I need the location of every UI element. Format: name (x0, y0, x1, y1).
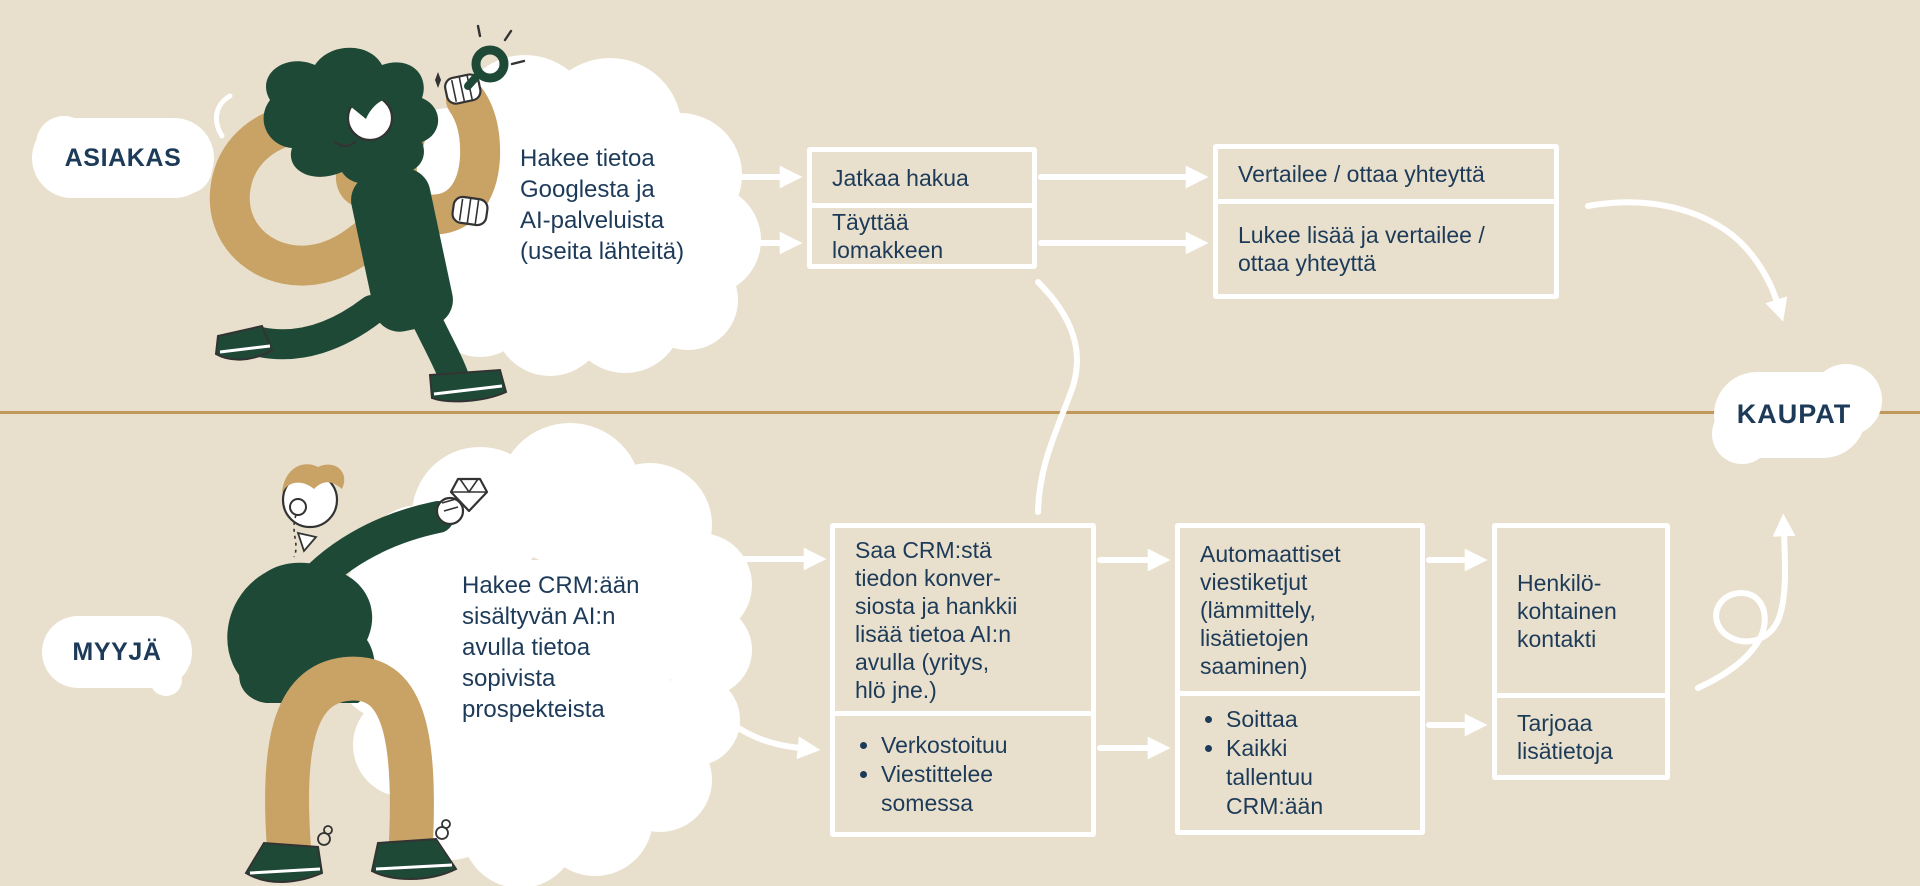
left-shoe-sole (249, 867, 321, 875)
monocle-icon (289, 498, 307, 516)
box-networking: VerkostoituuViestittelee somessa (830, 711, 1096, 837)
seller-thought-text: Hakee CRM:ään sisältyvän AI:n avulla tie… (462, 570, 692, 725)
box-personal-contact-text: Henkilö- kohtainen kontakti (1517, 569, 1617, 652)
hand (435, 496, 465, 526)
arrow-loop-to-outcome (1695, 513, 1796, 691)
seller-illustration (227, 464, 489, 883)
lane-divider (0, 411, 1920, 414)
seller-lane-label: MYYJÄ (42, 616, 192, 688)
customer-label-blob (32, 116, 214, 198)
hair-fringe (350, 92, 388, 119)
box-compare-contact: Vertailee / ottaa yhteyttä (1213, 144, 1559, 204)
monocle-cord (293, 514, 297, 558)
box-read-more: Lukee lisää ja vertailee / ottaa yhteytt… (1213, 199, 1559, 299)
box-auto-sequences: Automaattiset viestiketjut (lämmittely, … (1175, 523, 1425, 696)
diamond-icon (449, 477, 489, 513)
customer-lane-label-text: ASIAKAS (64, 143, 182, 172)
outcome-blob (1712, 364, 1882, 464)
arrow-compare-to-outcome (1585, 199, 1788, 322)
customer-illustration (209, 24, 526, 403)
front-shoe-sole (433, 384, 503, 396)
box-fill-form: Täyttää lomakkeen (807, 203, 1037, 269)
lace-doodles (317, 819, 451, 846)
box-auto-sequences-text: Automaattiset viestiketjut (lämmittely, … (1200, 540, 1341, 679)
seller-thought-content: Hakee CRM:ään sisältyvän AI:n avulla tie… (462, 572, 640, 723)
box-personal-contact: Henkilö- kohtainen kontakti (1492, 523, 1670, 698)
box-offer-info: Tarjoaa lisätietoja (1492, 693, 1670, 780)
bullet-item: Soittaa (1226, 705, 1376, 734)
box-crm-insight: Saa CRM:stä tiedon konver- siosta ja han… (830, 523, 1096, 716)
hip-fist (451, 195, 489, 227)
outcome-label: KAUPAT (1714, 370, 1874, 458)
box-offer-info-text: Tarjoaa lisätietoja (1517, 709, 1613, 764)
box-crm-insight-text: Saa CRM:stä tiedon konver- siosta ja han… (855, 536, 1018, 703)
arm-shape (209, 80, 501, 286)
bullet-item: Verkostoituu (881, 731, 1031, 760)
legs-arch (265, 656, 434, 863)
back-shoe-sole (219, 344, 271, 354)
customer-lane-label: ASIAKAS (32, 118, 214, 198)
sparkle-icon (435, 72, 441, 88)
smile (333, 140, 357, 148)
seller-lane-label-text: MYYJÄ (72, 637, 162, 666)
box-networking-list: VerkostoituuViestittelee somessa (855, 731, 1031, 818)
arrow-cloud2-to-networking (697, 695, 821, 760)
back-shoe (214, 324, 274, 361)
raised-arm (286, 501, 454, 611)
back-leg (245, 295, 387, 360)
back-swoosh (213, 93, 233, 139)
box-fill-form-text: Täyttää lomakkeen (832, 209, 944, 263)
customer-thought-text: Hakee tietoa Googlesta ja AI-palveluista… (520, 143, 760, 267)
box-read-more-text: Lukee lisää ja vertailee / ottaa yhteytt… (1238, 222, 1485, 276)
box-calls-crm: SoittaaKaikki tallentuu CRM:ään (1175, 691, 1425, 835)
connector-form-to-crm (1035, 279, 1080, 515)
box-continue-search-text: Jatkaa hakua (832, 164, 969, 191)
seller-label-blob (42, 616, 192, 696)
bullet-item: Viestittelee somessa (881, 760, 1031, 818)
hair (282, 464, 345, 493)
bullet-item: Kaikki tallentuu CRM:ään (1226, 734, 1376, 821)
magnifying-glass-icon (464, 24, 526, 90)
box-calls-crm-list: SoittaaKaikki tallentuu CRM:ään (1200, 705, 1376, 821)
box-continue-search: Jatkaa hakua (807, 147, 1037, 208)
dungarees (351, 168, 453, 332)
left-shoe (244, 841, 324, 883)
flow-arrows (695, 165, 1796, 760)
right-shoe-sole (375, 863, 453, 871)
customer-thought-content: Hakee tietoa Googlesta ja AI-palveluista… (520, 145, 685, 265)
outcome-label-text: KAUPAT (1736, 398, 1852, 429)
collar (296, 531, 318, 553)
box-compare-contact-text: Vertailee / ottaa yhteyttä (1238, 161, 1485, 187)
